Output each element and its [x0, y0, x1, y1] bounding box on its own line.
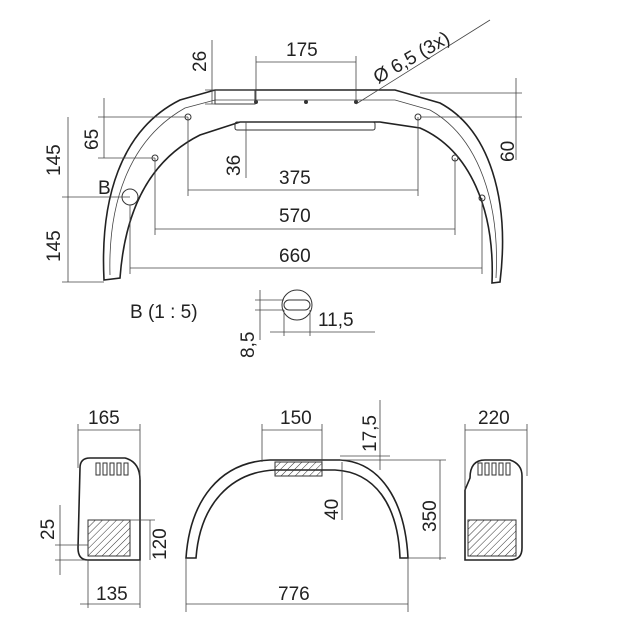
detail-b-title: B (1 : 5): [130, 302, 198, 323]
dim-65: 65: [82, 129, 103, 150]
dim-26: 26: [190, 51, 211, 72]
dim-570: 570: [279, 206, 311, 227]
dim-25: 25: [38, 519, 59, 540]
detail-b: B (1 : 5) 8,5 11,5: [130, 289, 375, 358]
dim-145-upper: 145: [44, 144, 65, 176]
dim-145-lower: 145: [44, 230, 65, 262]
dim-175: 175: [286, 40, 318, 61]
left-view-outline: [77, 457, 141, 561]
top-hole: [304, 100, 308, 104]
dim-36: 36: [224, 155, 245, 176]
left-view: 165 25 120 135: [38, 408, 171, 608]
right-view: 220: [464, 408, 528, 561]
top-view: 175 26 Ø 6,5 (3x) 65 145 145 B 36 375 57…: [44, 19, 522, 284]
dim-17-5: 17,5: [360, 415, 381, 452]
top-plate: [214, 89, 256, 105]
right-view-hatch: [467, 519, 517, 557]
dim-165: 165: [88, 408, 120, 429]
dim-hole-diameter: Ø 6,5 (3x): [370, 28, 454, 88]
detail-b-ref: B: [98, 178, 111, 199]
dim-150: 150: [280, 408, 312, 429]
dim-40: 40: [322, 499, 343, 520]
vent-slots-right: [477, 462, 511, 476]
dim-375: 375: [279, 168, 311, 189]
dim-11-5: 11,5: [318, 310, 354, 331]
dim-776: 776: [278, 584, 310, 605]
vent-slots: [95, 462, 129, 476]
dim-660: 660: [279, 246, 311, 267]
front-view-hatch: [274, 461, 323, 477]
fender-outer-outline: [102, 89, 504, 284]
dim-220: 220: [478, 408, 510, 429]
dim-60: 60: [498, 141, 519, 162]
dim-135: 135: [96, 584, 128, 605]
left-view-hatch: [87, 519, 131, 557]
fender-inner-line: [109, 99, 497, 279]
front-view-outline: [185, 459, 409, 559]
dim-8-5: 8,5: [238, 332, 259, 358]
dim-120: 120: [150, 528, 171, 560]
front-view: 150 17,5 40 350 776: [185, 400, 446, 612]
dim-350: 350: [420, 500, 441, 532]
detail-b-circle: [281, 289, 313, 321]
reinforcement-bar: [234, 121, 376, 131]
right-view-outline: [464, 459, 523, 561]
slot-hole: [283, 299, 311, 311]
